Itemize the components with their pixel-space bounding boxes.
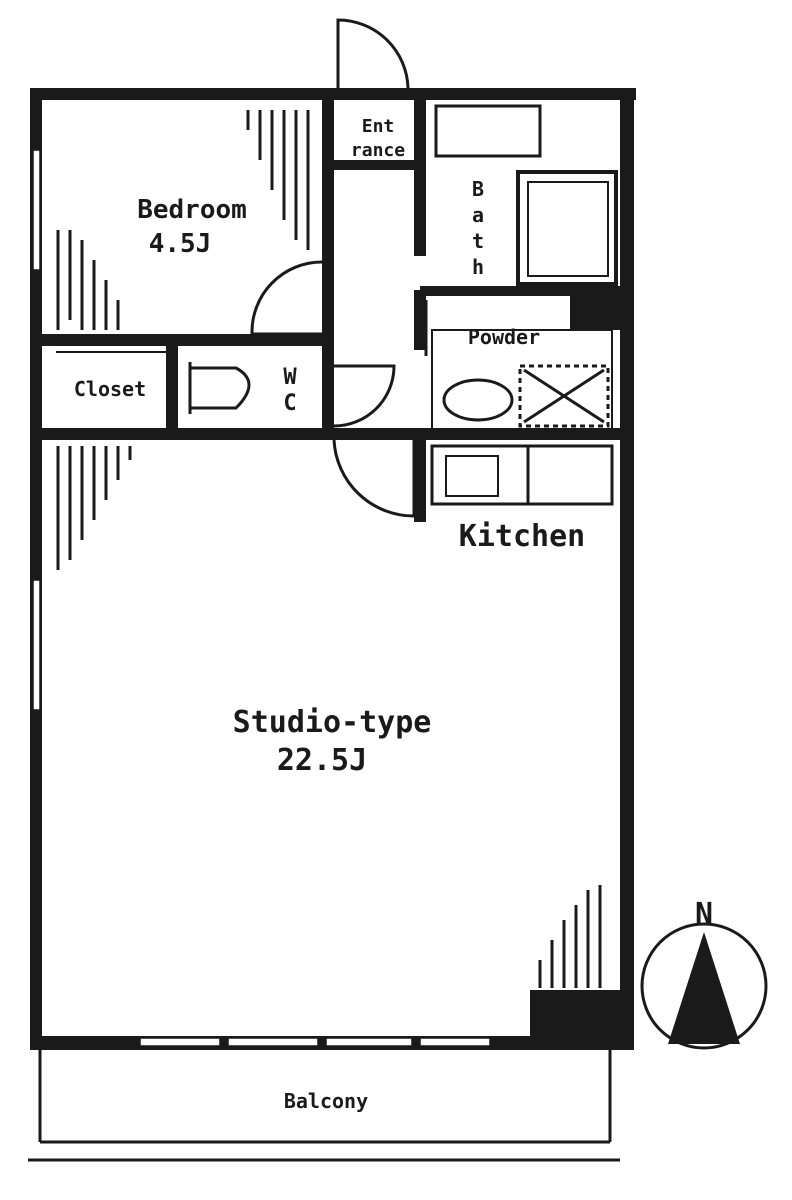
doors: [250, 18, 428, 518]
kitchen-counter: [430, 444, 614, 506]
entrance-label-1: Ent: [362, 116, 395, 137]
studio-west-window: [32, 579, 41, 711]
hall-east-wall-mid: [414, 290, 426, 350]
bath-letter-t: t: [472, 229, 484, 253]
compass-label: N: [695, 897, 713, 932]
bedroom-south-wall: [42, 334, 334, 346]
balcony-window-3: [325, 1037, 413, 1047]
studio-name: Studio-type: [233, 705, 432, 740]
wc-label-1: W: [283, 365, 297, 390]
balcony-window-4: [419, 1037, 491, 1047]
compass: N: [640, 897, 768, 1050]
bedroom-window: [32, 149, 41, 271]
balcony-window-2: [227, 1037, 319, 1047]
bedroom-size: 4.5J: [149, 229, 212, 259]
hall-east-wall-upper: [414, 96, 426, 256]
kitchen-label: Kitchen: [459, 519, 585, 554]
bath-letter-a: a: [472, 203, 484, 227]
balcony-label: Balcony: [284, 1089, 368, 1113]
bath-south-wall: [420, 286, 630, 296]
bedroom-door[interactable]: [250, 260, 323, 336]
west-wall: [30, 88, 42, 1048]
hatching: [56, 110, 602, 988]
toilet: [188, 362, 251, 414]
interior-walls: [42, 96, 630, 1040]
north-arrow-icon: [668, 932, 740, 1044]
studio-door[interactable]: [332, 439, 416, 518]
closet-wc-wall: [166, 340, 178, 440]
wc-door[interactable]: [333, 364, 396, 428]
entrance-door[interactable]: [336, 18, 410, 89]
wash-basin: [442, 378, 514, 422]
entrance-storage: [434, 104, 542, 158]
entrance-south-wall: [334, 160, 420, 170]
bathtub: [516, 170, 618, 286]
powder-counter: [431, 329, 613, 431]
washer-space: [518, 364, 610, 428]
entrance-label-2: rance: [351, 140, 405, 161]
bath-letter-b: B: [472, 177, 484, 201]
studio-size: 22.5J: [277, 743, 367, 778]
powder-fixtures: [431, 329, 613, 431]
wc-east-wall: [322, 340, 334, 440]
bedroom-name: Bedroom: [137, 195, 247, 225]
closet-label: Closet: [74, 377, 146, 401]
windows: [32, 149, 491, 1047]
bedroom-east-wall: [322, 96, 334, 340]
powder-label: Powder: [468, 325, 540, 349]
studio-corner-column: [530, 990, 624, 1040]
balcony-window-1: [139, 1037, 221, 1047]
bath-letter-h: h: [472, 255, 484, 279]
balcony-area: [28, 1050, 620, 1162]
east-wall: [620, 88, 634, 1048]
north-wall: [38, 88, 636, 100]
kitchen-west-wall: [414, 436, 426, 522]
wc-label-2: C: [283, 391, 296, 416]
kitchen-sink: [445, 455, 499, 497]
powder-column: [570, 296, 626, 330]
